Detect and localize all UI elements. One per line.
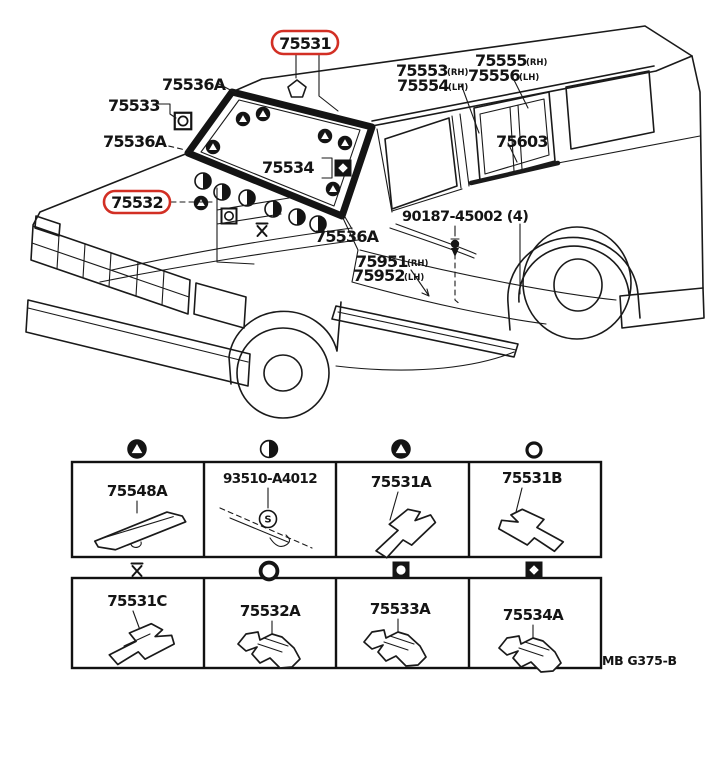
part-number-75951: 75951 — [356, 252, 408, 271]
half-filled-circle-icon — [288, 208, 306, 226]
part-number-75554-side: (LH) — [448, 83, 468, 93]
part-number-75532[interactable]: 75532 — [111, 193, 163, 212]
callout-labels: 75531 75536A 75533 75536A 75532 75534 75… — [102, 29, 548, 285]
open-square-circle-icon — [173, 111, 193, 131]
screw-letter: S — [264, 515, 271, 526]
part-number-90187: 90187-45002 (4) — [402, 209, 528, 225]
parts-cell-75533a: 75533A — [363, 600, 432, 667]
part-number-75553: 75553 — [396, 61, 448, 80]
filled-circle-triangle-icon — [391, 439, 411, 459]
parts-cell-75531a: 75531A — [371, 473, 440, 560]
part-number-75531[interactable]: 75531 — [279, 34, 332, 53]
part-number-75531a: 75531A — [371, 473, 432, 491]
callout-75532[interactable]: 75532 — [102, 189, 172, 215]
open-circle-icon — [258, 560, 280, 582]
part-number-75531c: 75531C — [107, 592, 167, 610]
part-number-75536a-mid: 75536A — [315, 227, 380, 246]
part-number-75951-side: (RH) — [407, 259, 429, 269]
part-number-75555-side: (RH) — [526, 58, 548, 68]
part-number-75556: 75556 — [468, 66, 520, 85]
part-number-75603: 75603 — [496, 132, 548, 151]
part-number-75533a: 75533A — [370, 600, 431, 618]
filled-circle-triangle-icon — [193, 195, 209, 211]
part-number-75553-side: (RH) — [447, 68, 469, 78]
part-number-75531b: 75531B — [502, 469, 562, 487]
x-mark-icon — [255, 222, 269, 237]
vehicle-illustration — [25, 25, 705, 419]
part-number-75548a: 75548A — [107, 482, 168, 500]
part-number-75554: 75554 — [397, 76, 449, 95]
filled-circle-triangle-icon — [255, 106, 271, 122]
part-number-75533: 75533 — [108, 96, 160, 115]
part-number-75536a-top: 75536A — [162, 75, 227, 94]
parts-cell-75534a: 75534A — [498, 606, 565, 673]
windshield-clip-icon — [287, 79, 307, 98]
part-number-75532a: 75532A — [240, 602, 301, 620]
screw-icon — [450, 225, 460, 257]
parts-cell-93510: 75531C 93510-A4012 S — [219, 471, 318, 549]
part-number-75534a: 75534A — [503, 606, 564, 624]
callout-75531[interactable]: 75531 — [270, 29, 340, 56]
part-number-75952: 75952 — [353, 266, 405, 285]
parts-cell-75531b: 75531B — [495, 469, 566, 560]
parts-cell-75532a: 75532A — [237, 602, 302, 669]
filled-circle-triangle-icon — [317, 128, 333, 144]
open-circle-icon — [525, 441, 543, 459]
parts-cell-75531c: 75531C — [107, 592, 178, 675]
filled-circle-triangle-icon — [205, 139, 221, 155]
part-number-75536a-left: 75536A — [103, 132, 168, 151]
parts-table: 75548A 75531C 93510-A4012 S 75531A — [70, 439, 603, 675]
part-number-75534: 75534 — [262, 158, 314, 177]
half-filled-circle-icon — [194, 172, 212, 190]
part-number-75556-side: (LH) — [519, 73, 539, 83]
clip-position-symbols — [173, 79, 460, 257]
filled-circle-triangle-icon — [325, 181, 341, 197]
parts-cell-75548a: 75548A — [92, 482, 189, 553]
x-mark-icon — [130, 562, 144, 577]
filled-circle-triangle-icon — [235, 111, 251, 127]
filled-square-diamond-icon — [525, 561, 543, 579]
part-number-75555: 75555 — [475, 51, 527, 70]
filled-circle-triangle-icon — [127, 439, 147, 459]
part-number-93510-a4012: 93510-A4012 — [223, 471, 317, 487]
half-filled-circle-icon — [213, 183, 231, 201]
part-number-75952-side: (LH) — [404, 273, 424, 283]
filled-square-circle-icon — [392, 561, 410, 579]
drawing-code: MB G375-B — [602, 653, 677, 668]
half-filled-circle-icon — [259, 439, 279, 459]
filled-circle-triangle-icon — [337, 135, 353, 151]
leader-lines — [156, 53, 529, 306]
filled-square-diamond-icon — [334, 159, 352, 177]
